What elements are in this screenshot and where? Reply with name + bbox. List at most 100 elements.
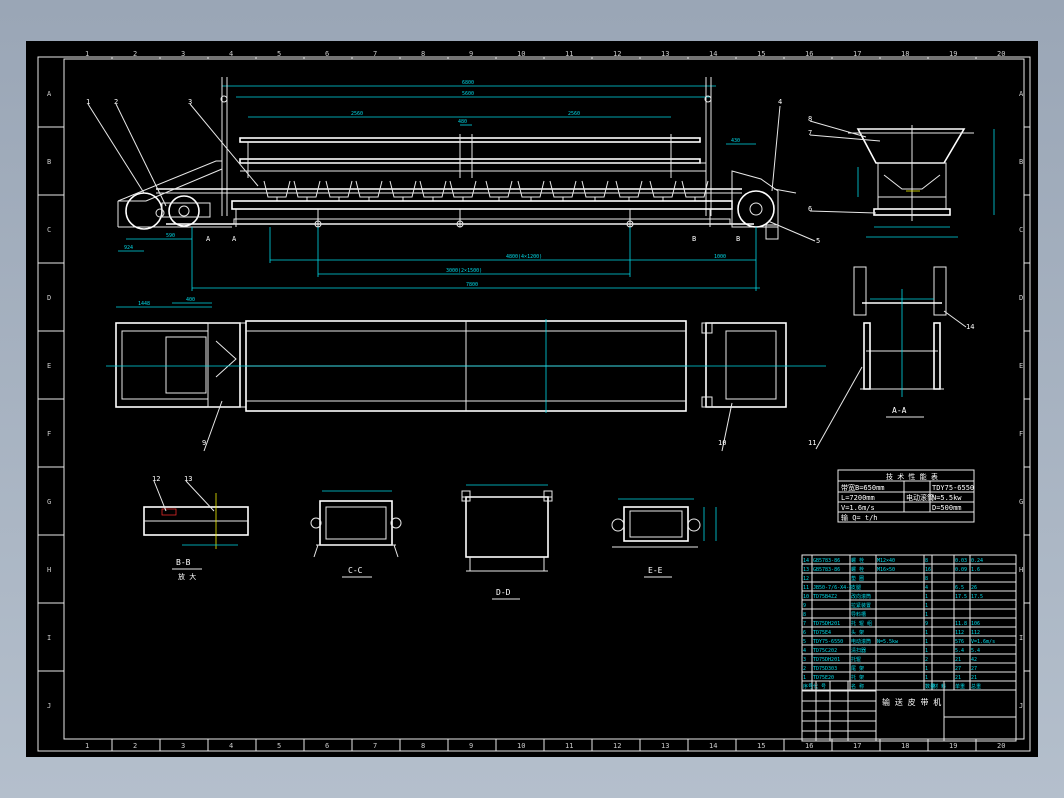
spec-table-title: 技 术 性 能 表 <box>886 472 938 481</box>
zone-col-bottom-14: 14 <box>709 742 717 750</box>
parts-row-5-col-0: 5 <box>803 639 806 645</box>
zone-row-right-D: D <box>1019 294 1023 302</box>
parts-row-13-col-6: 0.09 <box>955 567 967 573</box>
zone-col-bottom-9: 9 <box>469 742 473 750</box>
zone-col-bottom-1: 1 <box>85 742 89 750</box>
parts-row-5-col-3: N=5.5kw <box>877 639 899 645</box>
zone-col-bottom-11: 11 <box>565 742 573 750</box>
title-block: 输 送 皮 带 机 <box>801 680 1017 742</box>
zone-col-bottom-8: 8 <box>421 742 425 750</box>
parts-row-8-col-2: 导料槽 <box>851 611 866 618</box>
dim-bottom1: 4800(4×1200) <box>506 254 542 260</box>
parts-row-4-col-1: TD75C202 <box>813 648 837 654</box>
parts-header-col-4: 数量 <box>925 683 935 690</box>
parts-row-3-col-7: 42 <box>971 657 977 663</box>
tensioner-pulley <box>168 195 200 227</box>
section-bb-view: B-B 放 大 <box>143 480 249 581</box>
parts-row-14-col-7: 0.24 <box>971 558 983 564</box>
parts-header-col-6: 单重 <box>955 683 965 690</box>
balloon-4: 4 <box>778 98 782 106</box>
parts-row-11-col-2: 支腿 <box>851 584 861 591</box>
zone-row-right-F: F <box>1019 430 1023 438</box>
dim-bottom2: 3000(2×1500) <box>446 268 482 274</box>
parts-row-13-col-0: 13 <box>803 567 809 573</box>
parts-row-1-col-4: 1 <box>925 675 928 681</box>
balloon-9: 9 <box>202 439 206 447</box>
parts-row-7-col-6: 11.8 <box>955 621 967 627</box>
dim-left2: 924 <box>124 245 133 251</box>
spec-cell-3: 电动滚筒 <box>906 493 934 502</box>
section-label-bb: B-B <box>176 558 191 567</box>
zone-col-top-18: 18 <box>901 50 909 58</box>
parts-row-1-col-0: 1 <box>803 675 806 681</box>
zone-col-bottom-12: 12 <box>613 742 621 750</box>
parts-row-2-col-1: TD75D303 <box>813 666 837 672</box>
zone-col-top-14: 14 <box>709 50 717 58</box>
spec-cell-6: D=500mm <box>932 504 962 512</box>
zone-col-top-10: 10 <box>517 50 525 58</box>
parts-row-1-col-2: 托 架 <box>851 674 864 681</box>
section-label-dd: D-D <box>496 588 511 597</box>
section-label-ee: E-E <box>648 566 663 575</box>
parts-row-2-col-0: 2 <box>803 666 806 672</box>
zone-row-right-G: G <box>1019 498 1023 506</box>
parts-row-2-col-4: 1 <box>925 666 928 672</box>
dim-span1: 2560 <box>351 111 363 117</box>
zone-row-left-C: C <box>47 226 51 234</box>
parts-row-2-col-6: 27 <box>955 666 961 672</box>
parts-header-col-0: 序号 <box>803 683 813 690</box>
plan-dim-top2: 400 <box>186 297 195 303</box>
zone-row-left-E: E <box>47 362 51 370</box>
zone-col-top-15: 15 <box>757 50 765 58</box>
zone-col-top-17: 17 <box>853 50 861 58</box>
parts-row-4-col-0: 4 <box>803 648 806 654</box>
view-marker-a1: A <box>206 235 211 243</box>
zone-col-bottom-19: 19 <box>949 742 957 750</box>
zone-col-top-7: 7 <box>373 50 377 58</box>
parts-row-13-col-2: 螺 栓 <box>851 566 864 573</box>
balloon-13: 13 <box>184 475 192 483</box>
parts-row-1-col-6: 21 <box>955 675 961 681</box>
parts-row-6-col-7: 112 <box>971 630 980 636</box>
zone-col-bottom-7: 7 <box>373 742 377 750</box>
parts-row-7-col-0: 7 <box>803 621 806 627</box>
parts-row-4-col-7: 5.4 <box>971 648 980 654</box>
parts-row-4-col-2: 清扫器 <box>851 647 866 654</box>
zone-col-top-4: 4 <box>229 50 233 58</box>
zone-row-right-H: H <box>1019 566 1023 574</box>
spec-cell-5: V=1.6m/s <box>841 504 875 512</box>
zone-col-bottom-2: 2 <box>133 742 137 750</box>
parts-row-10-col-1: TD75B4Z2 <box>813 594 837 600</box>
section-label-cc: C-C <box>348 566 363 575</box>
balloon-1: 1 <box>86 98 90 106</box>
zone-col-top-9: 9 <box>469 50 473 58</box>
parts-row-10-col-4: 1 <box>925 594 928 600</box>
zone-col-bottom-5: 5 <box>277 742 281 750</box>
end-section-view <box>809 120 995 238</box>
zone-col-top-8: 8 <box>421 50 425 58</box>
parts-row-1-col-1: TD75E20 <box>813 675 834 681</box>
parts-row-8-col-0: 8 <box>803 612 806 618</box>
parts-row-9-col-4: 1 <box>925 603 928 609</box>
section-label-aa: A-A <box>892 406 907 415</box>
dim-span2: 2560 <box>568 111 580 117</box>
zone-col-top-6: 6 <box>325 50 329 58</box>
balloon-3: 3 <box>188 98 192 106</box>
parts-row-11-col-1: JB50-7/6-X4-5 <box>813 585 852 591</box>
parts-row-14-col-0: 14 <box>803 558 809 564</box>
section-label-bb-sub: 放 大 <box>178 572 196 581</box>
parts-row-7-col-2: 托 辊 组 <box>851 620 872 627</box>
dim-top2: 5600 <box>462 91 474 97</box>
zone-row-left-D: D <box>47 294 51 302</box>
parts-row-8-col-4: 1 <box>925 612 928 618</box>
parts-row-6-col-4: 1 <box>925 630 928 636</box>
balloon-12: 12 <box>152 475 160 483</box>
zone-row-left-I: I <box>47 634 51 642</box>
zone-row-right-C: C <box>1019 226 1023 234</box>
cad-drawing: 1122334455667788991010111112121313141415… <box>37 50 1031 752</box>
balloon-11: 11 <box>808 439 816 447</box>
parts-header-col-5: 材 料 <box>933 683 946 690</box>
parts-row-6-col-6: 112 <box>955 630 964 636</box>
zone-row-right-B: B <box>1019 158 1023 166</box>
